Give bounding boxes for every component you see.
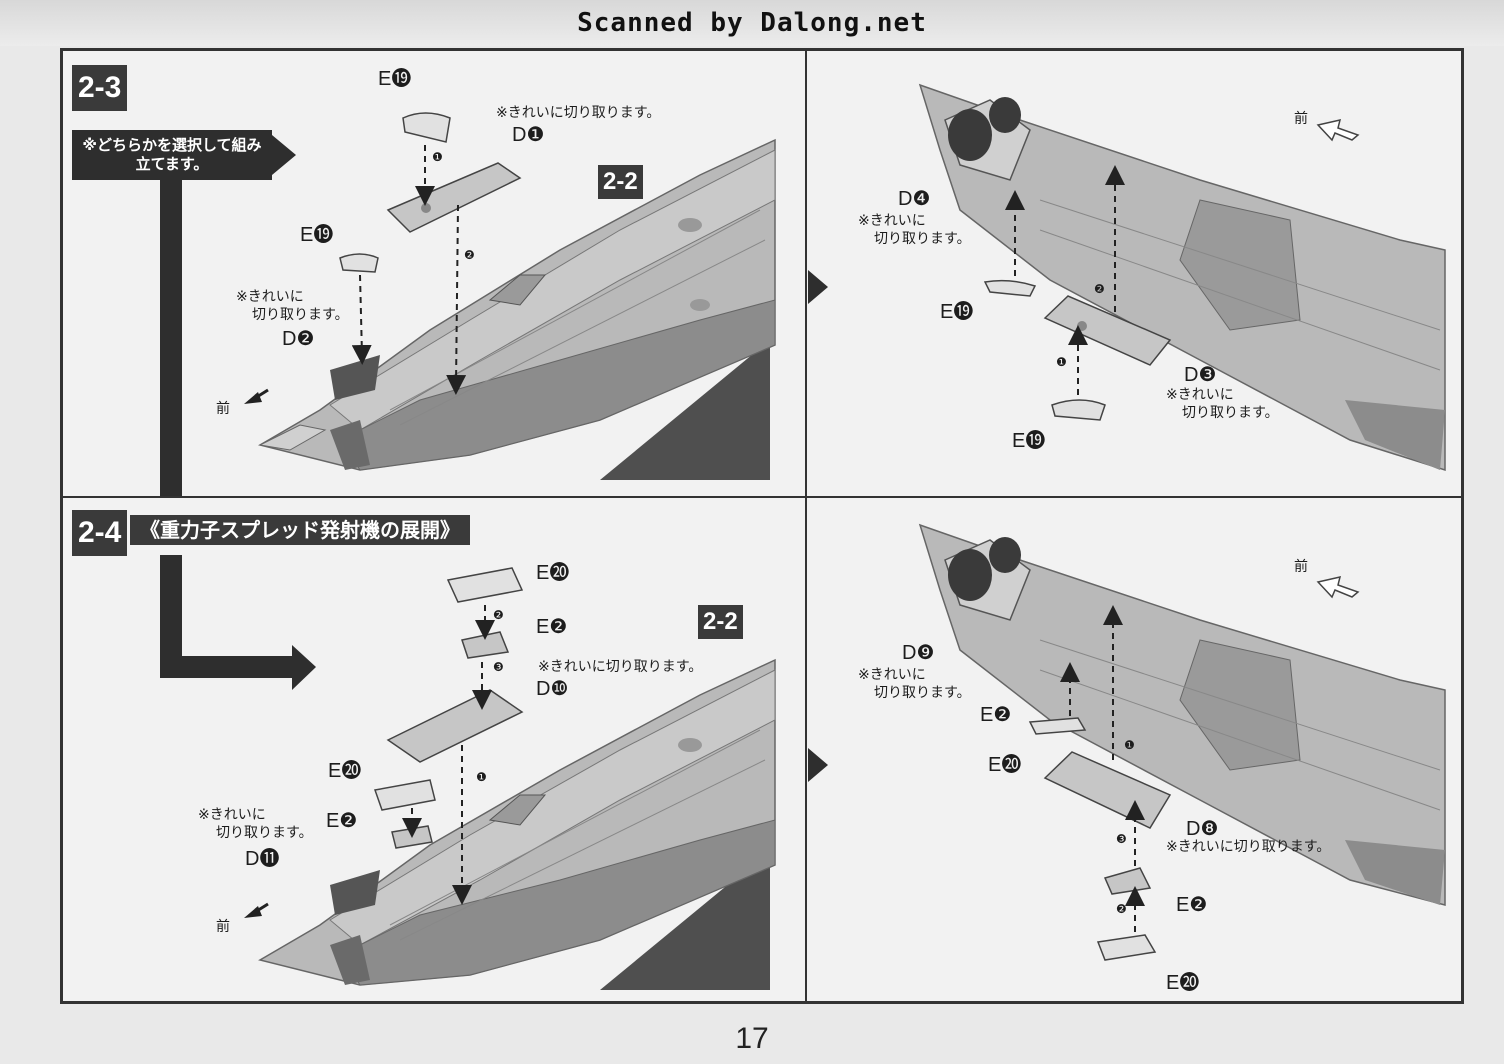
cut-note-d9-line2: 切り取ります。 [874, 685, 971, 701]
ship-rear-2-4-right [918, 523, 1446, 906]
panel-divider-horizontal [60, 496, 1464, 498]
part-label-e20-mid: E⓴ [328, 760, 362, 782]
part-label-d11: D⓫ [245, 848, 280, 870]
order-1: ❶ [476, 770, 487, 784]
next-arrow-2-3 [808, 270, 828, 304]
choose-one-note: ※どちらかを選択して組み立てます。 [72, 130, 272, 180]
cut-note-d2-line2: 切り取ります。 [252, 307, 349, 323]
parts-2-4-left [244, 567, 524, 918]
scan-header-bar [0, 0, 1504, 46]
ship-hull-2-4-left [258, 658, 776, 990]
parts-2-3-left [244, 112, 522, 404]
part-label-d1: D❶ [512, 124, 545, 146]
step-badge-2-3: 2-3 [72, 65, 128, 111]
part-label-e2-mid: E❷ [326, 810, 358, 832]
page-number: 17 [735, 1022, 769, 1055]
order-1: ❶ [432, 150, 443, 164]
part-label-d9: D❾ [902, 642, 935, 664]
cut-note-d11-line1: ※きれいに [198, 807, 266, 823]
ref-badge-2-2-bottom: 2-2 [698, 605, 743, 639]
front-label: 前 [216, 919, 230, 935]
part-label-e20-bottom: E⓴ [1166, 972, 1200, 994]
front-label: 前 [1294, 111, 1308, 127]
front-label: 前 [1294, 559, 1308, 575]
part-label-e20-top: E⓴ [988, 754, 1022, 776]
order-1: ❶ [1124, 738, 1135, 752]
cut-note-d3-line2: 切り取ります。 [1182, 405, 1279, 421]
part-label-d2: D❷ [282, 328, 315, 350]
order-1: ❶ [1056, 355, 1067, 369]
cut-note-d4-line1: ※きれいに [858, 213, 926, 229]
ship-rear-2-3-right [918, 83, 1446, 472]
step-badge-2-4: 2-4 [72, 510, 128, 556]
panel-divider-vertical [805, 48, 807, 1004]
order-2: ❷ [1116, 902, 1127, 916]
part-label-e19-left: E⓳ [940, 301, 974, 323]
part-label-e2-top: E❷ [980, 704, 1012, 726]
cut-note-d9-line1: ※きれいに [858, 667, 926, 683]
parts-2-4-right [1028, 575, 1360, 961]
part-label-d10: D❿ [536, 678, 569, 700]
part-label-e2-bottom: E❷ [1176, 894, 1208, 916]
part-label-e19-bottom: E⓳ [1012, 430, 1046, 452]
cut-note-d11-line2: 切り取ります。 [216, 825, 313, 841]
cut-note-d8: ※きれいに切り取ります。 [1166, 839, 1331, 855]
order-2: ❷ [464, 248, 475, 262]
cut-note-d3-line1: ※きれいに [1166, 387, 1234, 403]
front-label: 前 [216, 401, 230, 417]
ship-hull-2-3-left [258, 138, 776, 480]
cut-note-d4-line2: 切り取ります。 [874, 231, 971, 247]
scan-credit: Scanned by Dalong.net [577, 8, 927, 38]
parts-2-3-right [983, 118, 1360, 421]
flow-bracket [160, 135, 316, 690]
part-label-e19-mid: E⓳ [300, 224, 334, 246]
part-label-d3: D❸ [1184, 364, 1217, 386]
order-3: ❸ [1116, 832, 1127, 846]
part-label-e19-top: E⓳ [378, 68, 412, 90]
part-label-e2-top: E❷ [536, 616, 568, 638]
cut-note-d10: ※きれいに切り取ります。 [538, 659, 703, 675]
order-3: ❸ [493, 660, 504, 674]
part-label-e20-top: E⓴ [536, 562, 570, 584]
step-title-2-4: 《重力子スプレッド発射機の展開》 [130, 515, 470, 545]
part-label-d8: D❽ [1186, 818, 1219, 840]
ref-badge-2-2-top: 2-2 [598, 165, 643, 199]
part-label-d4: D❹ [898, 188, 931, 210]
next-arrow-2-4 [808, 748, 828, 782]
order-2: ❷ [1094, 282, 1105, 296]
cut-note-d2-line1: ※きれいに [236, 289, 304, 305]
cut-note-d1: ※きれいに切り取ります。 [496, 105, 661, 121]
order-2: ❷ [493, 608, 504, 622]
